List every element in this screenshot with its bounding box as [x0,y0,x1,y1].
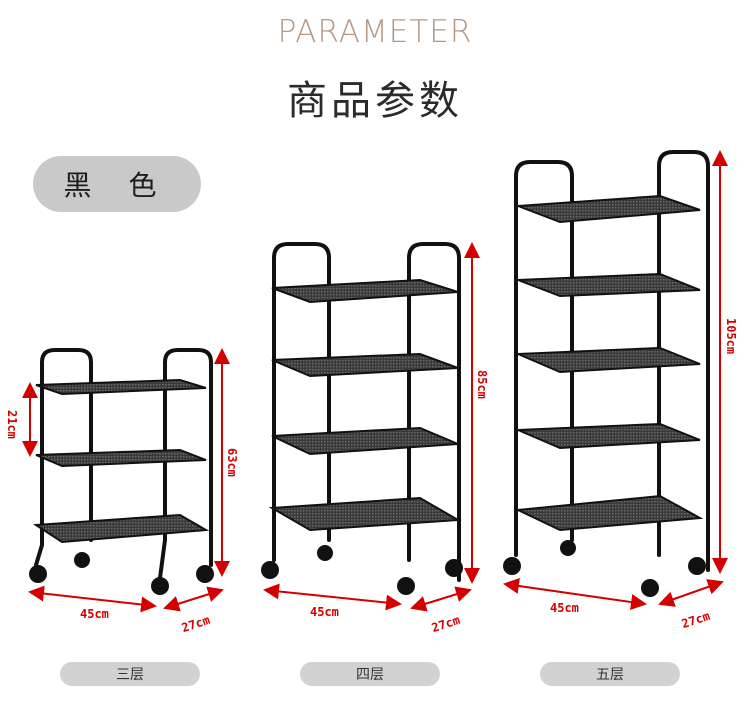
width-label: 45cm [310,605,339,619]
height-label: 105cm [724,318,738,354]
depth-label: 27cm [430,613,462,635]
tier-label-five: 五层 [540,662,680,686]
depth-label: 27cm [180,613,212,635]
tier-label-four: 四层 [300,662,440,686]
cart-wheels [29,552,214,595]
cart-baskets [32,378,210,544]
width-label: 45cm [550,601,579,615]
depth-label: 27cm [680,609,712,631]
depth-arrow [163,586,224,612]
width-label: 45cm [80,607,109,621]
section-title-en: PARAMETER [277,14,473,50]
cart-five-tier: 45cm 27cm 105cm [503,150,738,631]
cart-four-tier: 45cm 27cm 85cm [261,242,489,635]
cart-three-tier: 45cm 27cm 63cm 21cm [5,348,239,635]
color-badge: 黑 色 [33,156,201,212]
section-title-cn: 商品参数 [287,78,463,124]
tier-label-three: 三层 [60,662,200,686]
height-label: 85cm [475,370,489,399]
height-label: 63cm [225,448,239,477]
width-arrow [28,585,157,613]
spacing-label: 21cm [5,410,19,439]
cart-frame [34,348,213,580]
